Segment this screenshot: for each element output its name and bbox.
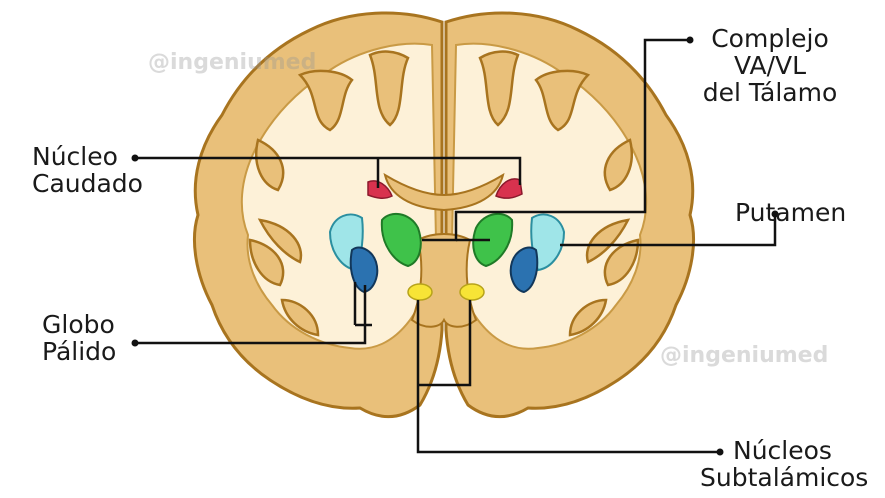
- label-caudado-line2: Caudado: [32, 170, 143, 197]
- brainstem-midline: [412, 234, 476, 327]
- right-subthalamic-nucleus: [460, 284, 484, 300]
- label-subtalamicos-line2: Subtalámicos: [700, 464, 865, 491]
- label-globo-line1: Globo: [42, 311, 116, 338]
- label-subtalamicos-line1: Núcleos: [700, 437, 865, 464]
- label-globo-palido: Globo Pálido: [42, 311, 116, 365]
- watermark-bottom: @ingeniumed: [660, 343, 828, 368]
- label-nucleo-caudado: Núcleo Caudado: [32, 143, 143, 197]
- label-globo-line2: Pálido: [42, 338, 116, 365]
- label-nucleos-subtalamicos: Núcleos Subtalámicos: [700, 437, 865, 491]
- label-complejo-line1: Complejo: [695, 25, 845, 52]
- watermark-top: @ingeniumed: [148, 50, 316, 75]
- left-subthalamic-nucleus: [408, 284, 432, 300]
- label-putamen-line1: Putamen: [735, 199, 846, 226]
- label-putamen: Putamen: [735, 199, 846, 226]
- label-complejo-line3: del Tálamo: [695, 79, 845, 106]
- label-caudado-line1: Núcleo: [32, 143, 143, 170]
- label-complejo-va-vl: Complejo VA/VL del Tálamo: [695, 25, 845, 106]
- label-complejo-line2: VA/VL: [695, 52, 845, 79]
